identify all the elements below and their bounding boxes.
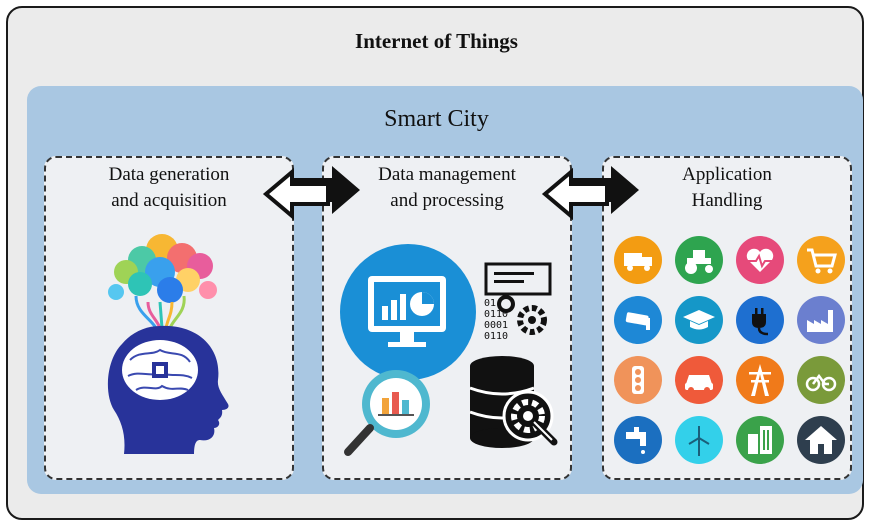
panel-data-generation-title: Data generation and acquisition — [44, 162, 294, 214]
wind-turbine-icon — [675, 416, 723, 464]
panel-application-title-line2: Handling — [691, 190, 763, 211]
binary-code-text: 01 0110 0001 0110 — [484, 298, 508, 342]
bidirectional-arrow-icon — [262, 166, 360, 221]
panel-data-management-title-line2: and processing — [390, 190, 504, 211]
panel-data-management-title-line1: Data management — [378, 164, 516, 185]
panel-data-generation-title-line2: and acquisition — [111, 190, 227, 211]
binary-code-line: 0110 — [484, 331, 509, 342]
truck-icon — [614, 236, 662, 284]
panel-data-management-title: Data management and processing — [322, 162, 572, 214]
water-tap-icon — [614, 416, 662, 464]
heart-rate-icon — [736, 236, 784, 284]
binary-code-line: 01 — [484, 298, 497, 309]
power-plug-icon — [736, 296, 784, 344]
shopping-cart-icon — [797, 236, 845, 284]
binary-code-line: 0001 — [484, 320, 509, 331]
brain-head-cloud-icon — [107, 234, 229, 454]
monitor-analytics-icon — [340, 244, 476, 380]
home-icon — [797, 416, 845, 464]
bicycle-icon — [797, 356, 845, 404]
traffic-light-icon — [614, 356, 662, 404]
panel-application-title: Application Handling — [602, 162, 852, 214]
security-camera-icon — [614, 296, 662, 344]
tractor-icon — [675, 236, 723, 284]
panel-application-title-line1: Application — [682, 164, 772, 185]
bidirectional-arrow-icon — [541, 166, 639, 221]
iot-title: Internet of Things — [355, 29, 518, 53]
power-tower-icon — [736, 356, 784, 404]
factory-icon — [797, 296, 845, 344]
car-icon — [675, 356, 723, 404]
binary-code-line: 0110 — [484, 309, 509, 320]
database-settings-icon — [469, 356, 558, 448]
smart-city-title: Smart City — [384, 106, 489, 132]
magnifier-chart-icon — [344, 370, 430, 456]
panel-data-generation-title-line1: Data generation — [108, 164, 230, 185]
building-icon — [736, 416, 784, 464]
binary-code-gears-icon — [484, 262, 552, 335]
graduation-cap-icon — [675, 296, 723, 344]
